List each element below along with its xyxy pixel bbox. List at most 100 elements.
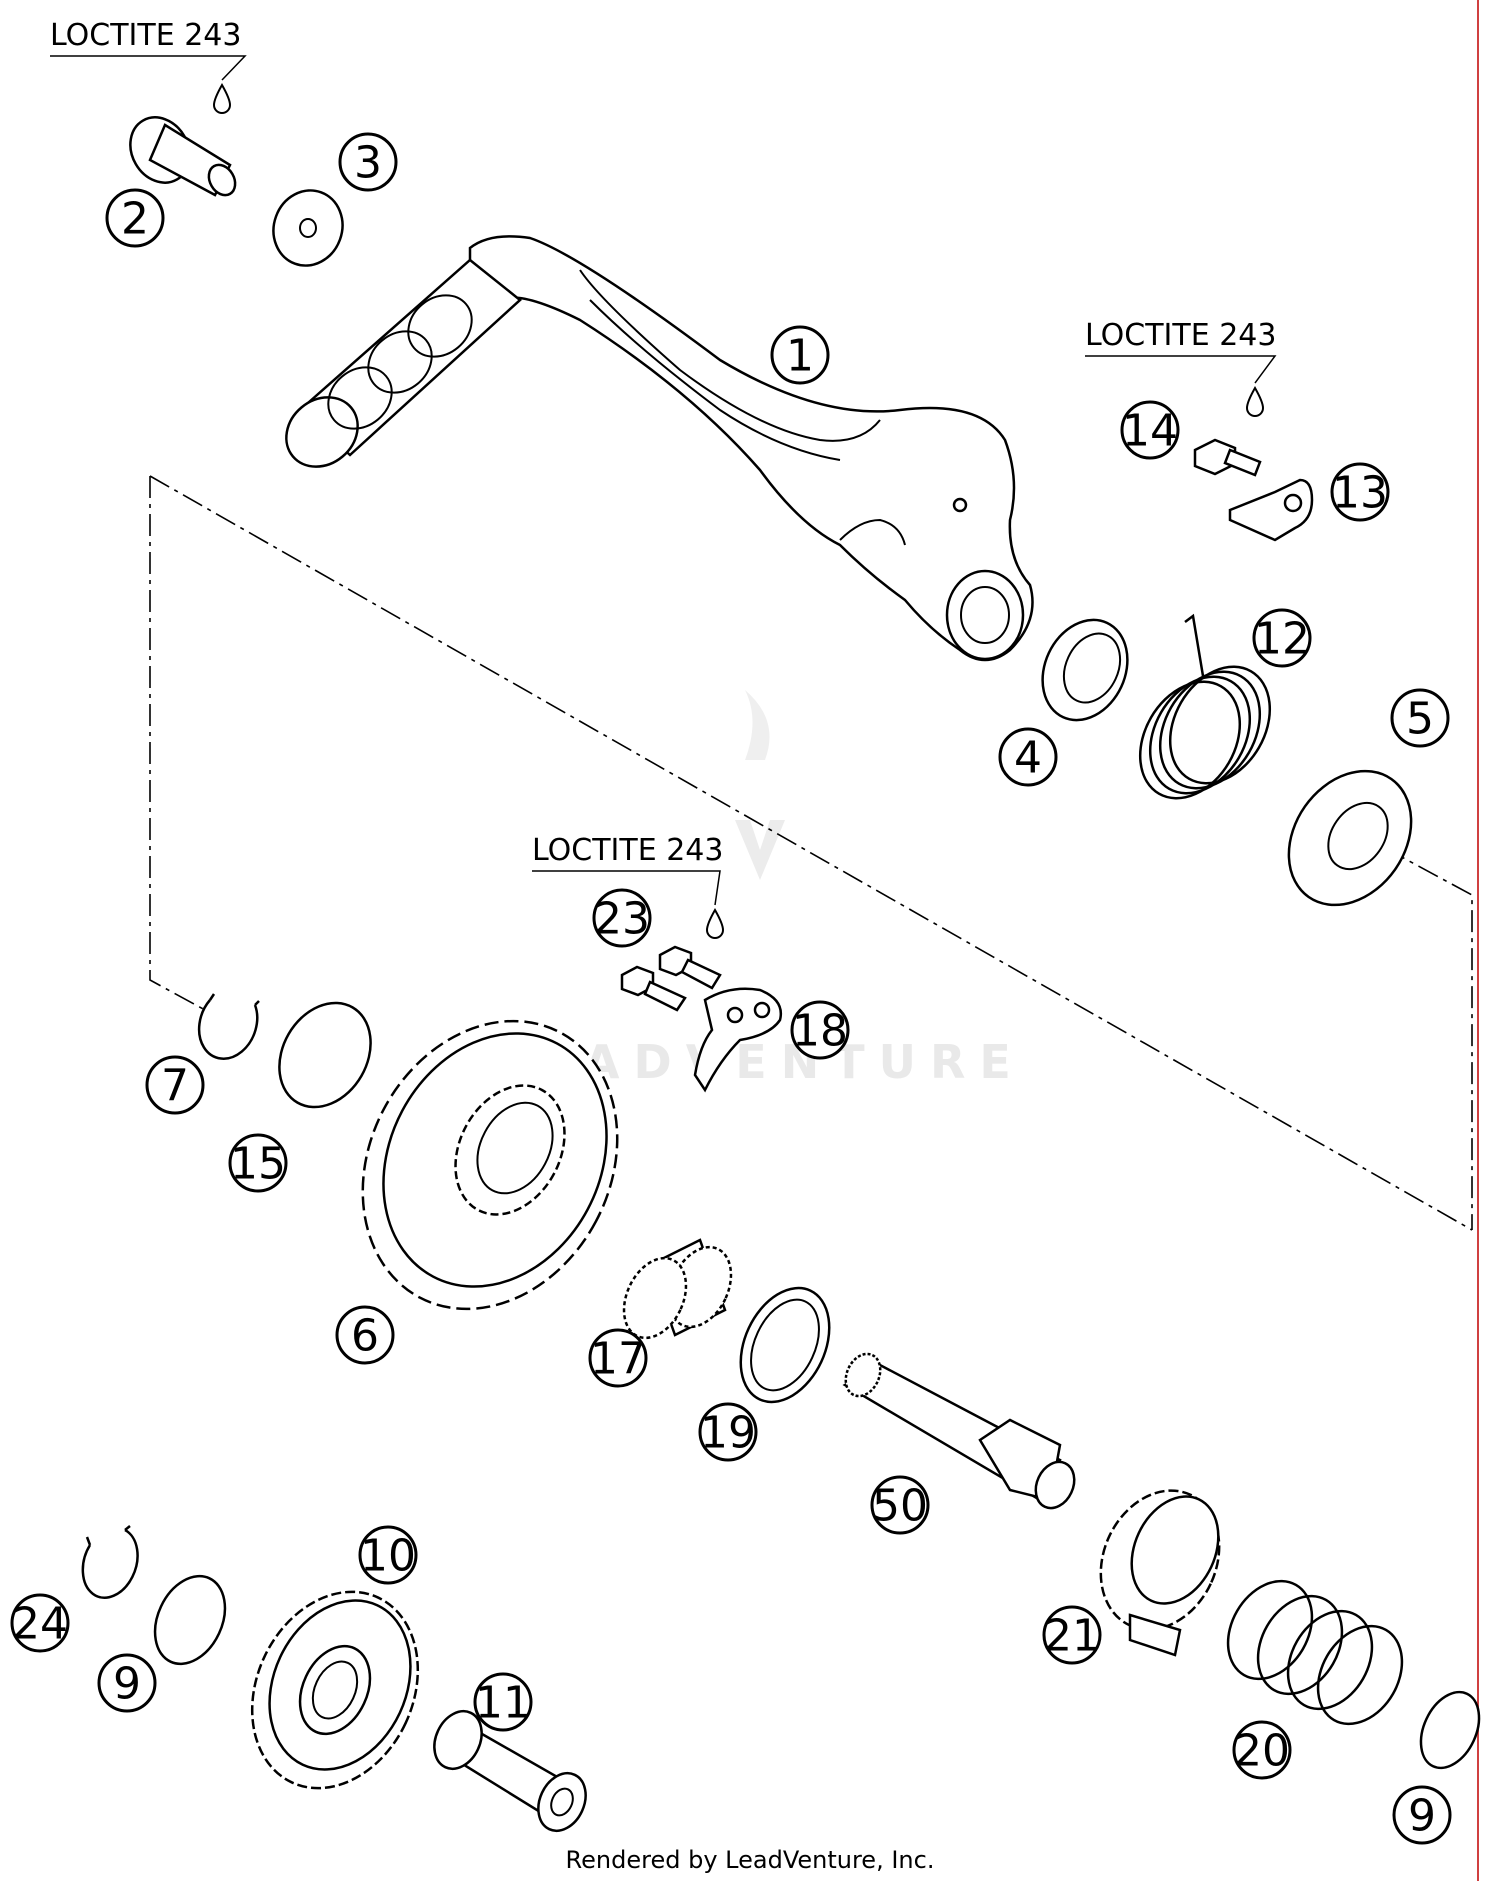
callout-13: 13 [1330, 462, 1390, 522]
callout-circle [97, 1653, 157, 1713]
callout-circle [1330, 462, 1390, 522]
callout-18: 18 [790, 1000, 850, 1060]
callout-number: 7 [161, 1061, 189, 1112]
callout-number: 23 [594, 894, 650, 945]
callout-1: 1 [770, 325, 830, 385]
callout-circle [770, 325, 830, 385]
callout-circle [1042, 1605, 1102, 1665]
callout-number: 50 [872, 1481, 928, 1532]
callout-circle [335, 1305, 395, 1365]
callout-number: 13 [1332, 468, 1388, 519]
callout-number: 20 [1234, 1726, 1290, 1777]
callout-number: 5 [1406, 694, 1434, 745]
callout-number: 15 [230, 1139, 286, 1190]
callout-number: 17 [590, 1334, 646, 1385]
callout-4: 4 [998, 727, 1058, 787]
callout-circle [338, 132, 398, 192]
callout-circle [1392, 1785, 1452, 1845]
callout-circle [105, 188, 165, 248]
bearing-part-17 [622, 1238, 733, 1340]
callout-number: 18 [792, 1006, 848, 1057]
callout-number: 6 [351, 1311, 379, 1362]
callout-circle [10, 1593, 70, 1653]
callout-19: 19 [698, 1402, 758, 1462]
callout-20: 20 [1232, 1720, 1292, 1780]
callout-6: 6 [335, 1305, 395, 1365]
washer-part-9-left [153, 1574, 227, 1666]
washer-part-9-right [1419, 1690, 1481, 1770]
gear-part-6 [361, 1019, 619, 1311]
bracket-part-13 [1228, 478, 1314, 542]
callout-circle [473, 1672, 533, 1732]
callout-circle [588, 1328, 648, 1388]
callout-circle [1252, 608, 1312, 668]
callout-circle [358, 1525, 418, 1585]
callout-circle [870, 1475, 930, 1535]
callout-number: 4 [1014, 733, 1042, 784]
washer-part-15 [278, 1001, 372, 1109]
shaft-part-50 [842, 1352, 1076, 1510]
callout-circle [1390, 688, 1450, 748]
loctite-callout-2: LOCTITE 243 [1085, 318, 1277, 384]
kickstarter-lever [285, 235, 1034, 662]
callout-number: 9 [113, 1659, 141, 1710]
circlip-part-24 [81, 1525, 139, 1599]
callout-5: 5 [1390, 688, 1450, 748]
washer-part-19 [739, 1286, 831, 1404]
callout-11: 11 [473, 1672, 533, 1732]
guide-part-18 [693, 987, 783, 1093]
seal-part-4 [1041, 618, 1129, 722]
callout-21: 21 [1042, 1605, 1102, 1665]
callout-number: 19 [700, 1408, 756, 1459]
callout-circle [698, 1402, 758, 1462]
loctite-label: LOCTITE 243 [532, 833, 723, 868]
callout-14: 14 [1120, 400, 1180, 460]
callout-number: 2 [121, 194, 149, 245]
callout-number: 11 [475, 1678, 531, 1729]
callout-9: 9 [1392, 1785, 1452, 1845]
callout-number: 1 [786, 331, 814, 382]
pin-part [129, 82, 237, 197]
ratchet-part-21 [1099, 1489, 1221, 1657]
footer-credit: Rendered by LeadVenture, Inc. [566, 1846, 935, 1874]
callout-23: 23 [592, 888, 652, 948]
loctite-label: LOCTITE 243 [1085, 318, 1276, 353]
callout-15: 15 [228, 1133, 288, 1193]
loctite-drop-icon [212, 82, 232, 114]
callout-24: 24 [10, 1593, 70, 1653]
gear-part-10 [250, 1590, 420, 1790]
assembly-guide-lines [149, 475, 1473, 1231]
callout-circle [1120, 400, 1180, 460]
circlip-part-7 [197, 993, 260, 1060]
callout-number: 21 [1044, 1611, 1100, 1662]
callout-circle [228, 1133, 288, 1193]
callout-circle [790, 1000, 850, 1060]
spring-part-12 [1138, 613, 1272, 800]
loctite-callout-3: LOCTITE 243 [532, 833, 723, 906]
callout-number: 3 [354, 138, 382, 189]
callout-10: 10 [358, 1525, 418, 1585]
callout-circle [592, 888, 652, 948]
callout-circle [145, 1055, 205, 1115]
callout-2: 2 [105, 188, 165, 248]
washer-part-5 [1287, 769, 1413, 907]
callout-number: 24 [12, 1599, 68, 1650]
callout-9: 9 [97, 1653, 157, 1713]
callout-circle [1232, 1720, 1292, 1780]
loctite-drop-icon [705, 907, 725, 939]
callout-circle [998, 727, 1058, 787]
spring-part-20 [1226, 1579, 1404, 1726]
callout-number: 9 [1408, 1791, 1436, 1842]
callout-3: 3 [338, 132, 398, 192]
loctite-drop-icon [1245, 385, 1265, 417]
bushing-part-11 [433, 1710, 587, 1832]
callout-number: 14 [1122, 406, 1178, 457]
callout-50: 50 [870, 1475, 930, 1535]
callout-7: 7 [145, 1055, 205, 1115]
callout-17: 17 [588, 1328, 648, 1388]
bolts-part-23 [620, 907, 725, 1012]
callout-number: 12 [1254, 614, 1310, 665]
washer-part-3 [272, 189, 344, 267]
